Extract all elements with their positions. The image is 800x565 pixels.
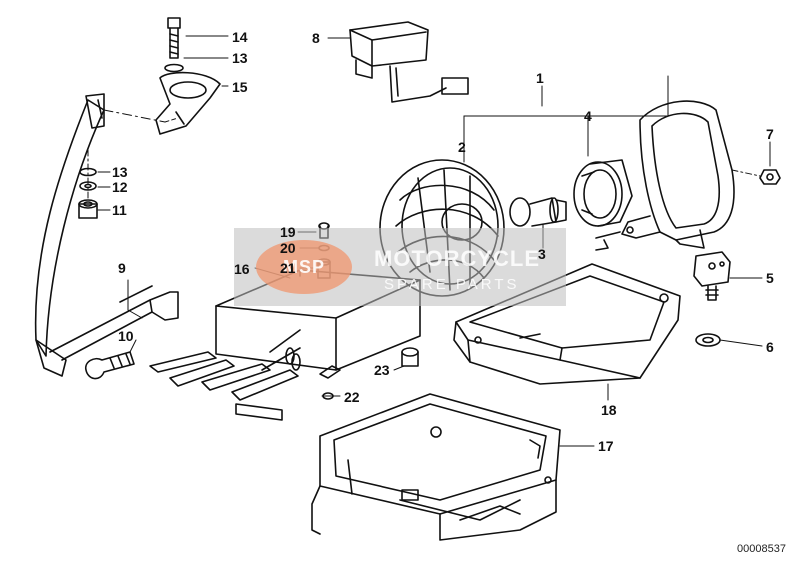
callout-18: 18: [601, 402, 617, 418]
screw-part-10: [84, 351, 135, 380]
watermark-line-1: MOTORCYCLE: [374, 246, 541, 271]
callout-17: 17: [598, 438, 614, 454]
watermark: MSP MOTORCYCLE SPARE PARTS: [234, 228, 566, 306]
callout-21: 21: [280, 260, 296, 276]
document-number: 00008537: [737, 543, 786, 555]
callout-1: 1: [536, 70, 544, 86]
tray-part-18: [453, 263, 681, 385]
nut-part-7: [759, 169, 781, 185]
callout-2: 2: [458, 139, 466, 155]
callout-3: 3: [538, 246, 546, 262]
callout-13-lower: 13: [112, 164, 128, 180]
callout-16: 16: [234, 261, 250, 277]
callout-11: 11: [112, 202, 127, 218]
callout-23: 23: [374, 362, 390, 378]
nut-part-6: [695, 333, 721, 347]
holder-part-17: [311, 393, 561, 541]
callout-15: 15: [232, 79, 248, 95]
callout-4: 4: [584, 108, 592, 124]
callout-8: 8: [312, 30, 320, 46]
bulb-part-3: [509, 197, 567, 227]
watermark-logo: MSP: [256, 240, 352, 294]
watermark-logo-text: MSP: [282, 257, 325, 277]
bulb-socket-part-4: [573, 159, 633, 227]
callout-19: 19: [280, 224, 296, 240]
callout-13-top: 13: [232, 50, 248, 66]
nut-part-11: [78, 199, 98, 219]
callout-10: 10: [118, 328, 134, 344]
callout-6: 6: [766, 339, 774, 355]
washer-part-13-top: [164, 63, 184, 73]
bracket-part-9: [34, 93, 179, 377]
switch-part-8: [349, 21, 469, 103]
clamp-part-15: [155, 71, 221, 135]
callout-14: 14: [232, 29, 248, 45]
callout-9: 9: [118, 260, 126, 276]
terminal-part-5: [693, 251, 731, 301]
callout-22: 22: [344, 389, 360, 405]
connector-plugs: [149, 329, 341, 421]
buffer-part-23: [401, 347, 419, 367]
bolt-part-14: [167, 17, 181, 59]
callout-7: 7: [766, 126, 774, 142]
callout-5: 5: [766, 270, 774, 286]
headlight-housing-part-1: [595, 100, 761, 251]
callout-12: 12: [112, 179, 128, 195]
callout-20: 20: [280, 240, 296, 256]
watermark-line-2: SPARE PARTS: [384, 276, 520, 293]
